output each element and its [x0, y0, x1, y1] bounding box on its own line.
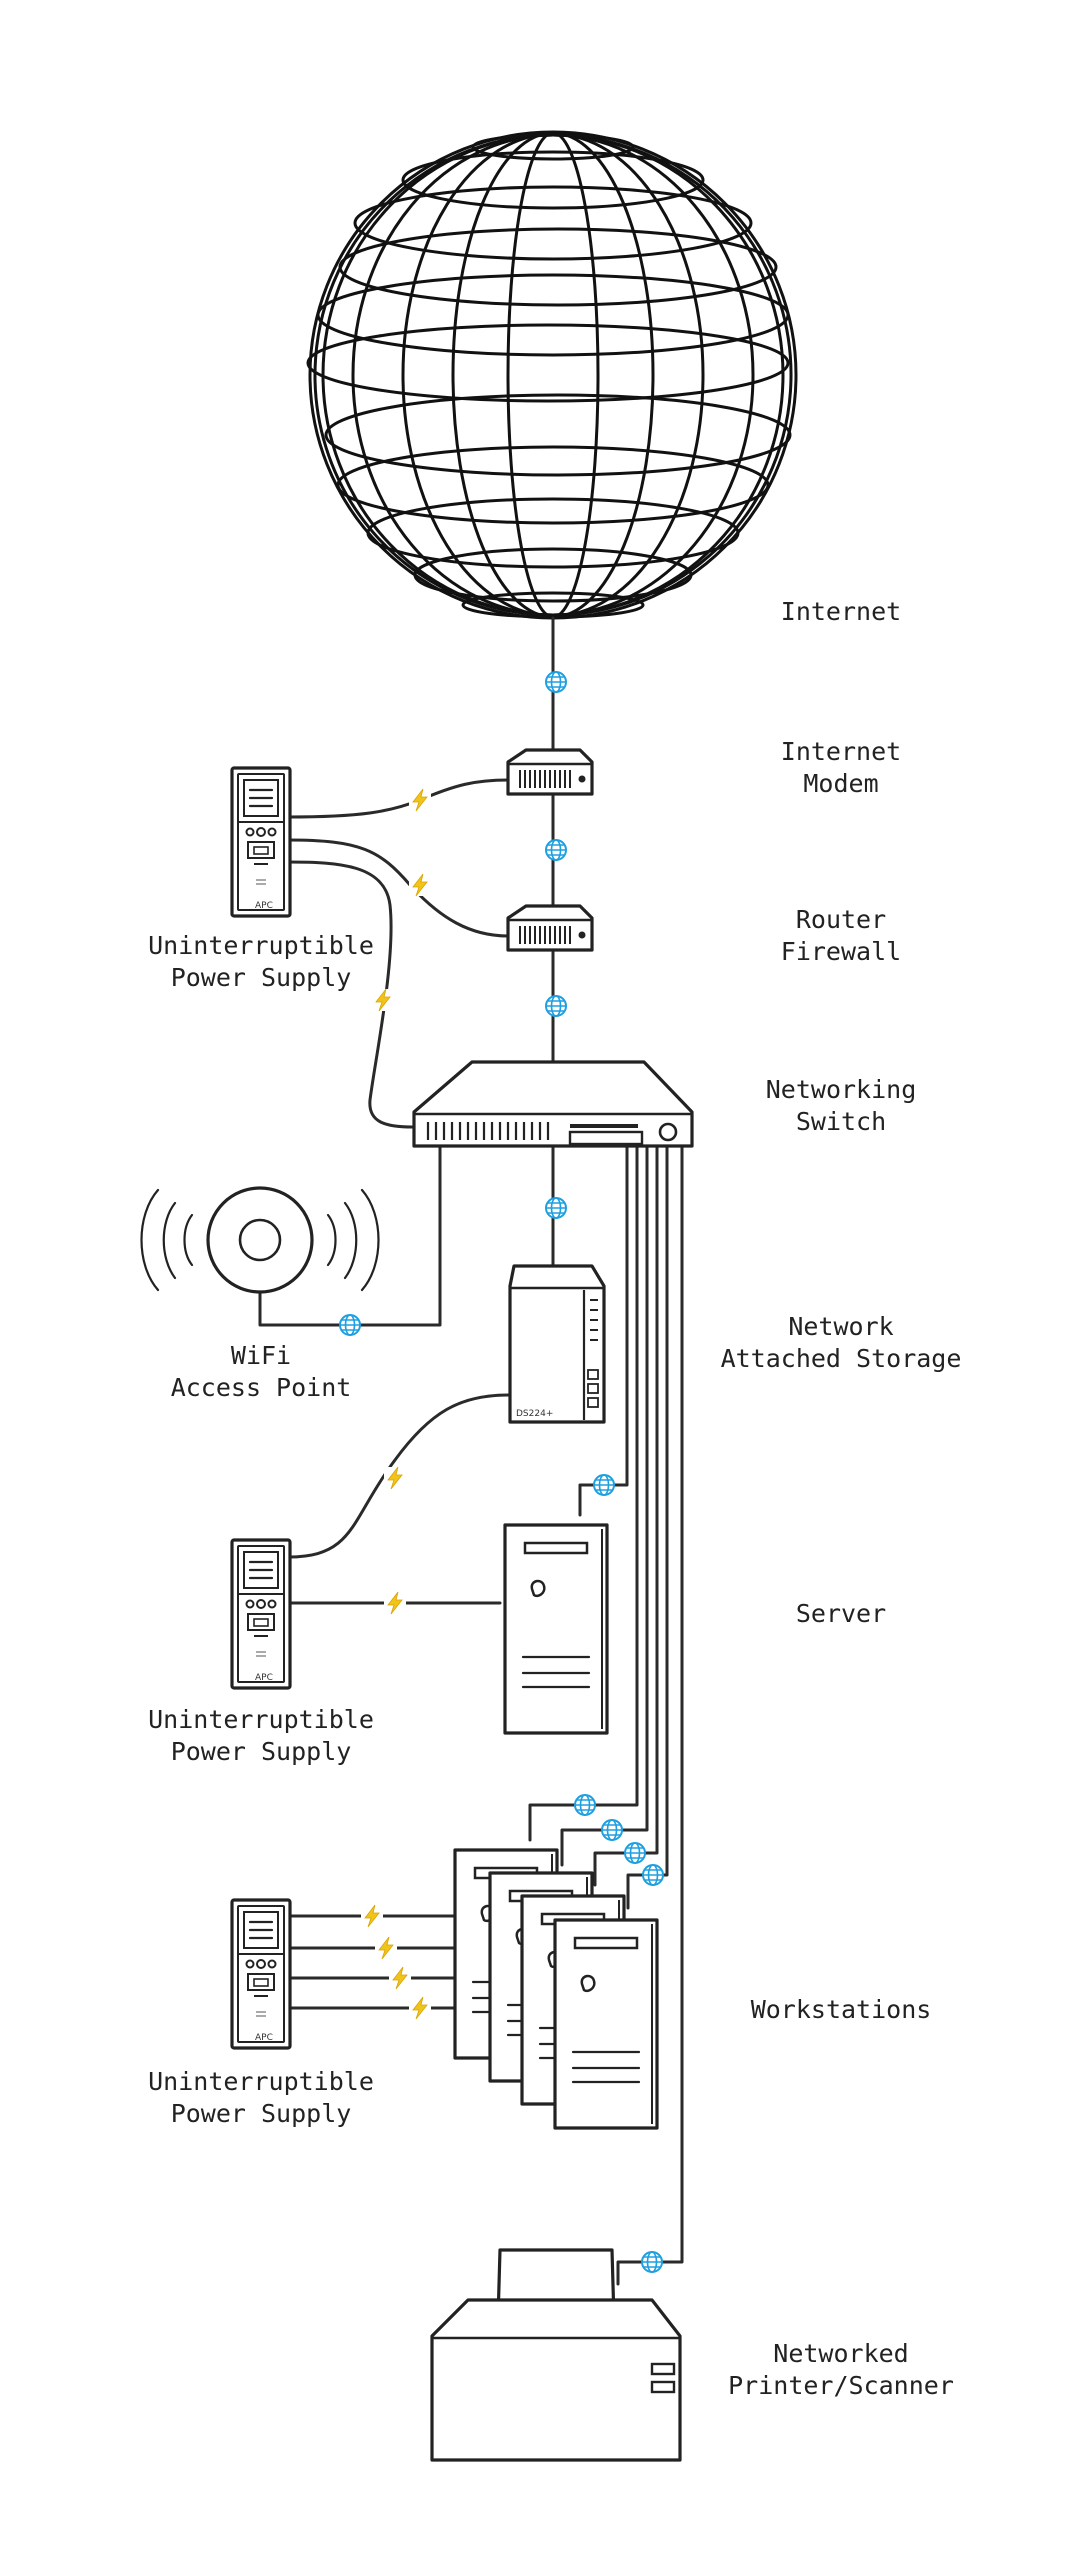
label-ups3-line1: Uninterruptible	[148, 2067, 374, 2096]
lightning-icon	[360, 1904, 384, 1928]
label-router-line1: Router	[796, 905, 886, 934]
label-ups2-line1: Uninterruptible	[148, 1705, 374, 1734]
internet-globe-icon	[306, 130, 798, 620]
ups-device-1: APC	[230, 766, 292, 918]
globe-icon	[545, 839, 567, 861]
label-ups1-line1: Uninterruptible	[148, 931, 374, 960]
label-modem-line2: Modem	[803, 769, 878, 798]
wifi-access-point-device	[140, 1186, 380, 1294]
globe-icon	[574, 1794, 596, 1816]
lightning-icon	[374, 1936, 398, 1960]
globe-icon	[339, 1314, 361, 1336]
label-router-line2: Firewall	[781, 937, 901, 966]
ups-device-2: APC	[230, 1538, 292, 1690]
globe-icon	[545, 671, 567, 693]
ups-brand-label: APC	[255, 901, 273, 911]
label-ups3-line2: Power Supply	[171, 2099, 352, 2128]
lightning-icon	[388, 1966, 412, 1990]
internet-modem-device	[506, 748, 594, 796]
nas-device: DS224+	[508, 1264, 606, 1424]
server-device	[503, 1523, 609, 1735]
power-connection-icons	[360, 788, 432, 2020]
lightning-icon	[408, 788, 432, 812]
globe-icon	[601, 1819, 623, 1841]
globe-icon	[545, 1197, 567, 1219]
label-nas-line1: Network	[788, 1312, 893, 1341]
ups-brand-label: APC	[255, 1673, 273, 1683]
networking-switch-device	[412, 1060, 694, 1148]
ups-device-3: APC	[230, 1898, 292, 2050]
lightning-icon	[383, 1591, 407, 1615]
label-switch-line2: Switch	[796, 1107, 886, 1136]
label-switch-line1: Networking	[766, 1075, 917, 1104]
label-ups1-line2: Power Supply	[171, 963, 352, 992]
globe-icon	[593, 1474, 615, 1496]
lightning-icon	[371, 988, 395, 1012]
label-modem-line1: Internet	[781, 737, 901, 766]
label-server: Server	[796, 1599, 886, 1628]
lightning-icon	[408, 1996, 432, 2020]
label-printer-line2: Printer/Scanner	[728, 2371, 954, 2400]
workstation-device-4	[553, 1918, 659, 2130]
label-nas-line2: Attached Storage	[721, 1344, 962, 1373]
label-internet: Internet	[781, 597, 901, 626]
label-workstations: Workstations	[751, 1995, 932, 2024]
device-labels: Internet Internet Modem Router Firewall …	[148, 597, 961, 2400]
globe-icon	[545, 995, 567, 1017]
label-wifi-line2: Access Point	[171, 1373, 352, 1402]
label-ups2-line2: Power Supply	[171, 1737, 352, 1766]
nas-model-label: DS224+	[516, 1409, 553, 1419]
lightning-icon	[383, 1466, 407, 1490]
label-wifi-line1: WiFi	[231, 1341, 291, 1370]
globe-icon	[624, 1842, 646, 1864]
lightning-icon	[408, 873, 432, 897]
globe-icon	[642, 1864, 664, 1886]
printer-scanner-device	[430, 2248, 682, 2462]
globe-icon	[641, 2251, 663, 2273]
router-firewall-device	[506, 904, 594, 952]
ups-brand-label: APC	[255, 2033, 273, 2043]
label-printer-line1: Networked	[773, 2339, 908, 2368]
